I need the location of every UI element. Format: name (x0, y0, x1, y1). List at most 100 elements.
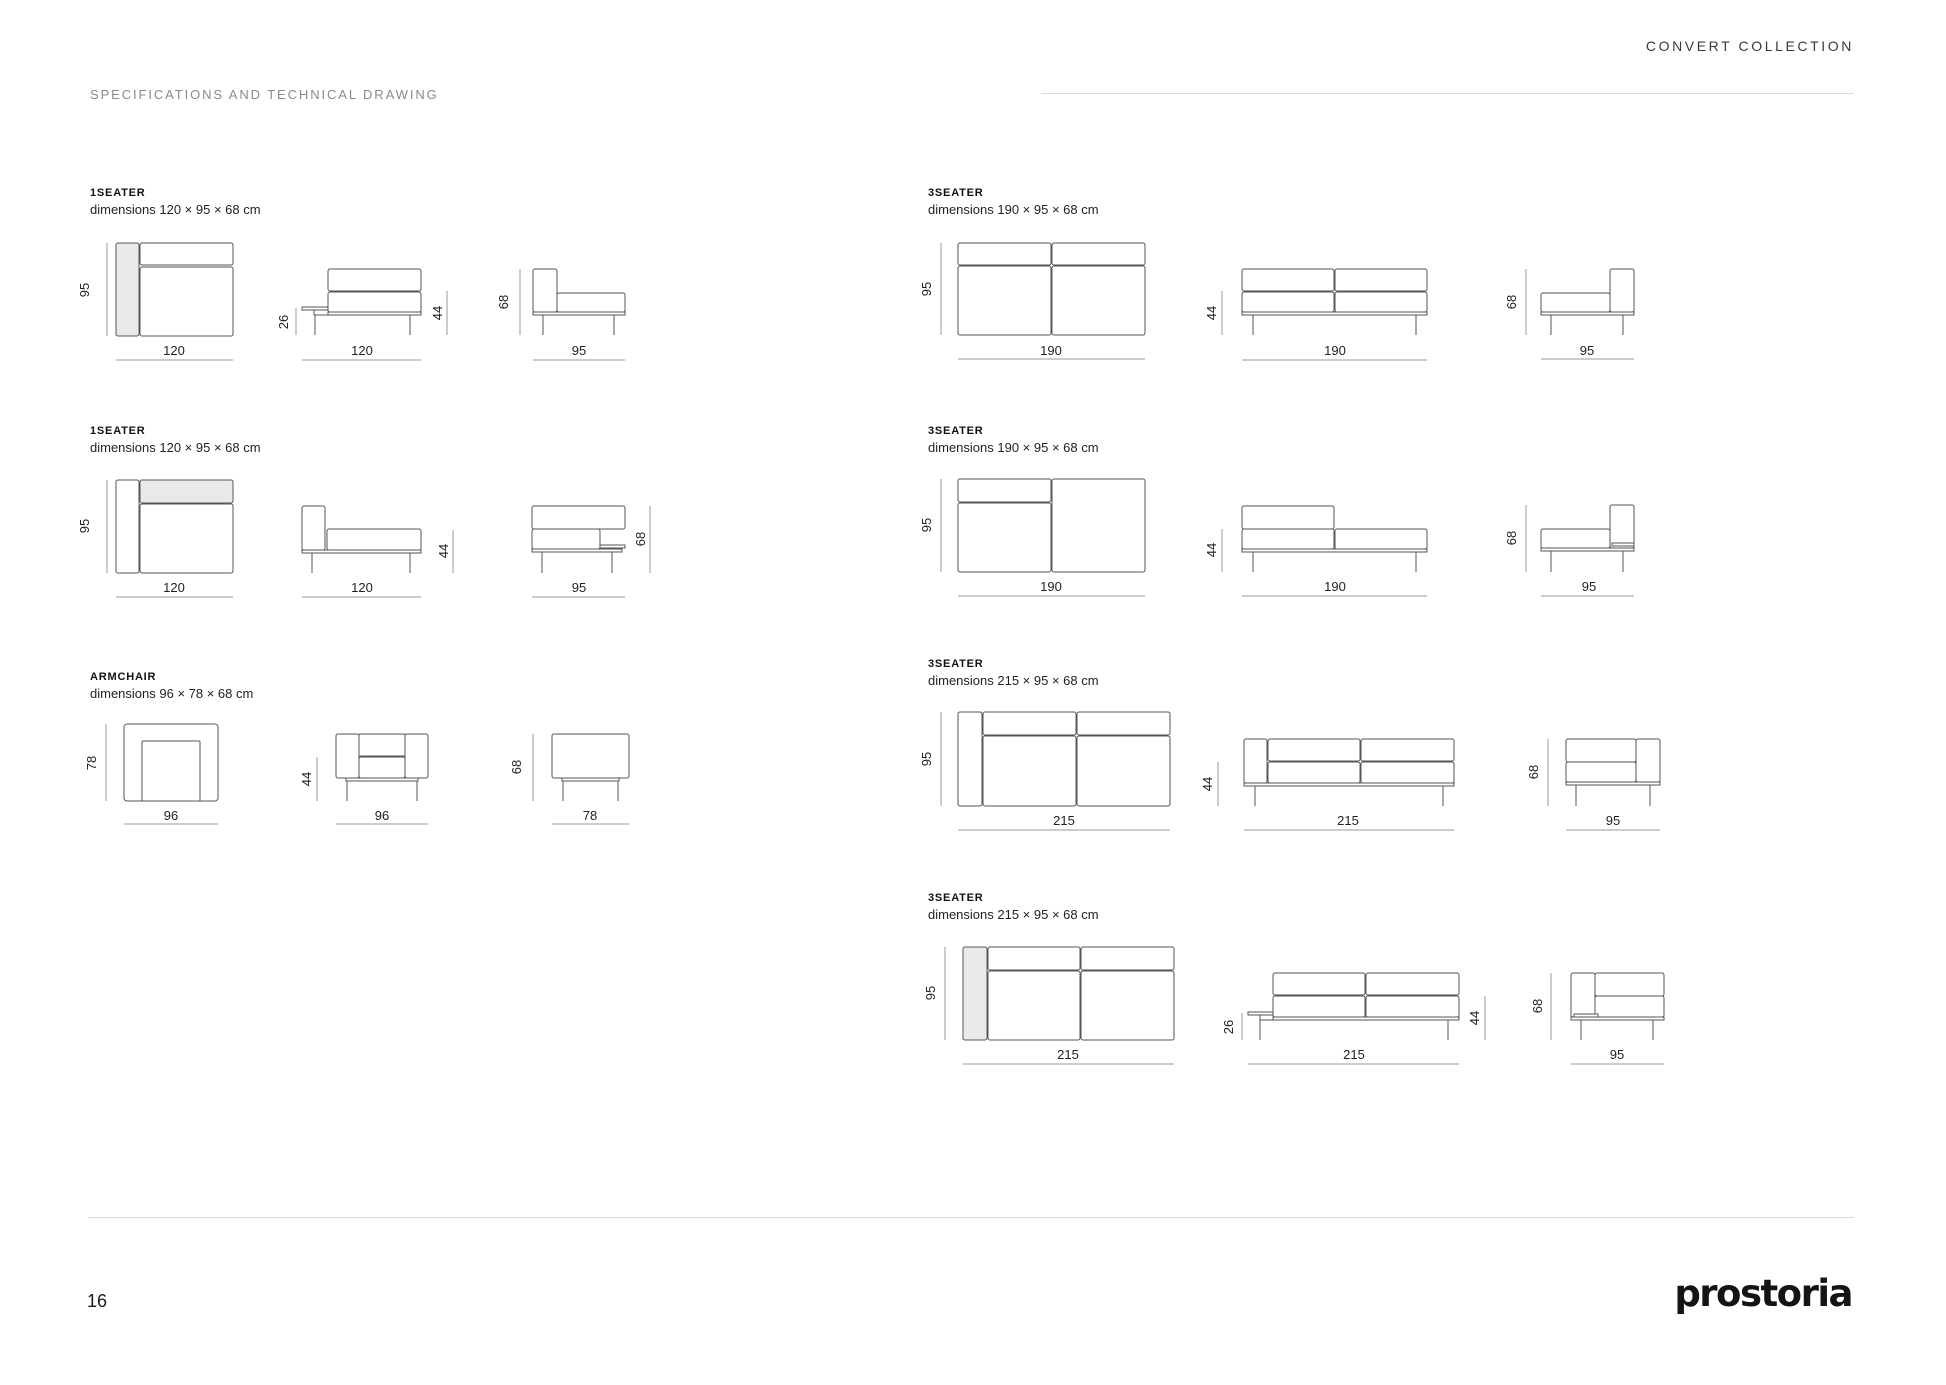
frame (532, 549, 622, 552)
spec-3seater-190-a: 3SEATER dimensions 190 × 95 × 68 cm 95 1… (919, 187, 1748, 407)
spec-armchair: ARMCHAIR dimensions 96 × 78 × 68 cm 78 9… (84, 671, 910, 891)
technical-drawing: 95 215 26 44 215 (923, 892, 1748, 1112)
backrest (958, 479, 1051, 502)
backrest-left (983, 712, 1076, 735)
seat-cushion-left (988, 971, 1080, 1040)
backrest (140, 243, 233, 265)
technical-drawing: 95 190 44 190 68 95 (919, 425, 1748, 645)
dim-depth: 95 (919, 282, 934, 296)
top-view: 95 120 (77, 480, 233, 597)
dim-depth: 95 (919, 752, 934, 766)
front-view: 44 190 (1204, 506, 1427, 596)
item-dimensions: dimensions 120 × 95 × 68 cm (90, 202, 261, 217)
side-view: 68 95 (1504, 505, 1634, 596)
chaise-cushion (1052, 479, 1145, 572)
seat-cushion-left (983, 736, 1076, 806)
seat-cushion (532, 529, 600, 549)
backrest-right (1077, 712, 1170, 735)
dim-width: 215 (1057, 1047, 1079, 1062)
spec-3seater-215-b: 3SEATER dimensions 215 × 95 × 68 cm 95 2… (923, 892, 1748, 1112)
backrest (359, 734, 405, 756)
item-dimensions: dimensions 215 × 95 × 68 cm (928, 907, 1099, 922)
top-view: 95 215 (923, 947, 1174, 1064)
side-view: 68 78 (509, 734, 629, 824)
collection-title: CONVERT COLLECTION (1645, 38, 1854, 54)
top-view: 95 215 (919, 712, 1170, 830)
dim-height: 68 (1504, 295, 1519, 309)
seat-cushion-right (1081, 971, 1174, 1040)
dim-width: 96 (375, 808, 389, 823)
technical-drawing: 95 120 44 120 68 95 (77, 425, 910, 645)
backrest-left (1242, 269, 1334, 291)
dim-height: 68 (1530, 999, 1545, 1013)
dim-depth: 95 (1582, 579, 1596, 594)
item-label: 1SEATER (90, 187, 146, 199)
seat-cushion (1541, 293, 1610, 312)
armrest (958, 712, 982, 806)
dim-depth: 95 (919, 518, 934, 532)
seat-cushion (140, 504, 233, 573)
dim-depth: 95 (923, 986, 938, 1000)
item-label: 3SEATER (928, 892, 984, 904)
item-label: 3SEATER (928, 425, 984, 437)
armchair-side (552, 734, 629, 778)
dim-width: 190 (1324, 579, 1346, 594)
frame (328, 312, 421, 315)
armrest-left (336, 734, 359, 778)
side-table (1248, 1012, 1273, 1015)
armrest-shaded (963, 947, 987, 1040)
header-divider (1041, 93, 1854, 94)
front-view: 44 190 (1204, 269, 1427, 360)
frame (1244, 783, 1454, 786)
frame (1571, 1017, 1664, 1020)
dim-width: 120 (163, 343, 185, 358)
dim-depth: 95 (572, 343, 586, 358)
footer-divider (88, 1217, 1854, 1218)
dim-seat-height: 44 (1467, 1011, 1482, 1025)
seat-cushion-right (1335, 292, 1427, 312)
spec-3seater-215-a: 3SEATER dimensions 215 × 95 × 68 cm 95 2… (919, 658, 1748, 878)
item-label: 1SEATER (90, 425, 146, 437)
seat-cushion (327, 529, 421, 550)
seat-cushion-left (958, 266, 1051, 335)
item-label: 3SEATER (928, 658, 984, 670)
side-table (600, 545, 625, 548)
dim-seat-height: 44 (1204, 543, 1219, 557)
page-number: 16 (87, 1291, 108, 1311)
item-dimensions: dimensions 120 × 95 × 68 cm (90, 440, 261, 455)
front-view: 26 44 120 (276, 269, 447, 360)
backrest-right (1081, 947, 1174, 970)
backrest (1610, 505, 1634, 548)
dim-width: 120 (351, 580, 373, 595)
seat-cushion-right (1077, 736, 1170, 806)
dim-seat-height: 44 (299, 772, 314, 786)
side-view: 68 95 (1530, 973, 1664, 1064)
armrest (1636, 739, 1660, 782)
seat-cushion-left (1273, 996, 1365, 1017)
item-dimensions: dimensions 215 × 95 × 68 cm (928, 673, 1099, 688)
side-view: 68 95 (532, 506, 650, 597)
dim-seat-height: 44 (1200, 777, 1215, 791)
armrest-shaded (116, 243, 139, 336)
top-view: 95 190 (919, 243, 1145, 359)
seat-cushion-right (1366, 996, 1459, 1017)
side-table (302, 307, 328, 310)
backrest (1610, 269, 1634, 312)
armrest (116, 480, 139, 573)
armrest-right (405, 734, 428, 778)
spec-3seater-190-b: 3SEATER dimensions 190 × 95 × 68 cm 95 1… (919, 425, 1748, 645)
dim-width: 215 (1053, 813, 1075, 828)
dim-height: 68 (1504, 531, 1519, 545)
dim-width: 120 (163, 580, 185, 595)
seat-cushion (557, 293, 625, 312)
front-view: 44 96 (299, 734, 428, 824)
backrest (1566, 739, 1636, 762)
technical-drawing: 95 190 44 190 68 95 (919, 187, 1748, 407)
seat-cushion (1541, 529, 1610, 548)
item-dimensions: dimensions 190 × 95 × 68 cm (928, 202, 1099, 217)
frame (1242, 312, 1427, 315)
backrest-left (1273, 973, 1365, 995)
frame (302, 550, 421, 553)
frame (1242, 549, 1427, 552)
side-view: 68 95 (1526, 739, 1660, 830)
